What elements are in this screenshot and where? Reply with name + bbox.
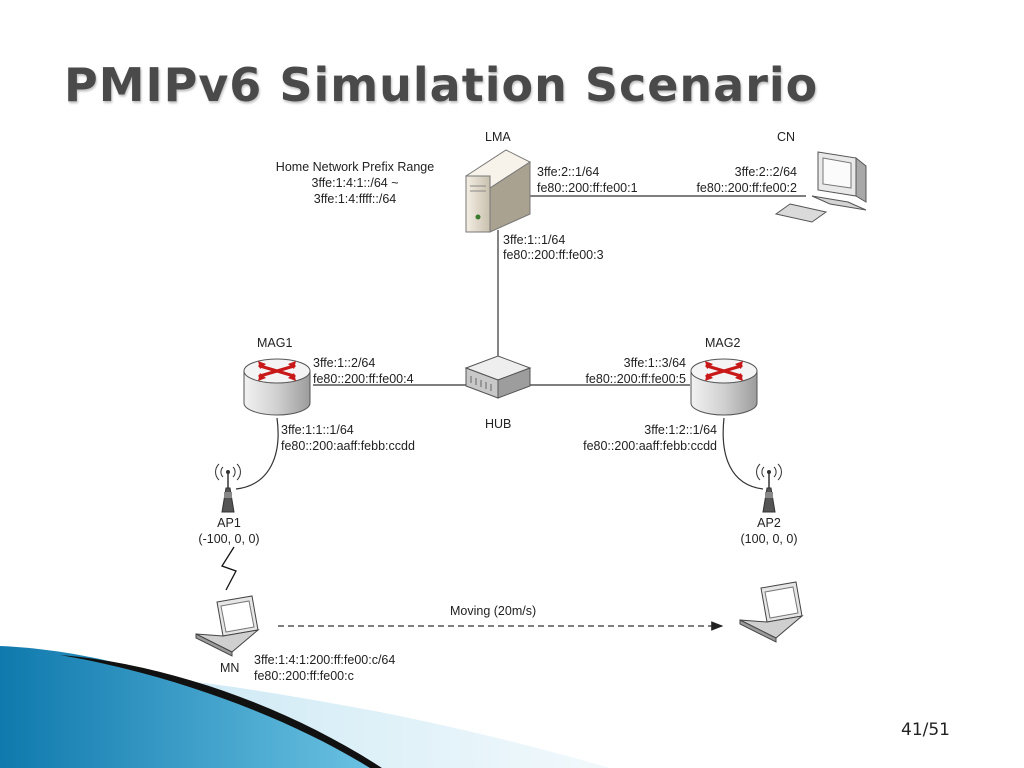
mag1-ap-side-addr2: fe80::200:aaff:febb:ccdd [281, 439, 415, 453]
hub-label: HUB [485, 417, 511, 431]
prefix-range-end: 3ffe:1:4:ffff::/64 [314, 192, 397, 206]
mag1-node: MAG1 3ffe:1::2/64 fe80::200:ff:fe00:4 3f… [243, 336, 415, 453]
mn-destination-laptop [739, 581, 804, 643]
ap1-label: AP1 [217, 516, 241, 530]
mag2-ap-side-addr2: fe80::200:aaff:febb:ccdd [583, 439, 717, 453]
laptop-icon [195, 595, 260, 657]
ap2-label: AP2 [757, 516, 781, 530]
mag1-label: MAG1 [257, 336, 292, 350]
cn-addr2: fe80::200:ff:fe00:2 [696, 181, 797, 195]
mn-label: MN [220, 661, 239, 675]
router-icon [243, 358, 311, 416]
ap1-coords: (-100, 0, 0) [198, 532, 259, 546]
link-mag2-ap2 [722, 417, 764, 490]
ap1-node: AP1 (-100, 0, 0) [198, 463, 260, 546]
movement-label: Moving (20m/s) [450, 604, 536, 618]
cn-node: CN 3ffe:2::2/64 fe80::200:ff:fe00:2 [696, 130, 867, 223]
mn-addr1: 3ffe:1:4:1:200:ff:fe00:c/64 [254, 653, 395, 667]
lma-cn-side-addr1: 3ffe:2::1/64 [537, 165, 599, 179]
prefix-range-note: Home Network Prefix Range 3ffe:1:4:1::/6… [276, 160, 434, 206]
mag2-node: MAG2 3ffe:1::3/64 fe80::200:ff:fe00:5 3f… [583, 336, 758, 453]
mag2-hub-side-addr2: fe80::200:ff:fe00:5 [585, 372, 686, 386]
lma-label: LMA [485, 130, 511, 144]
antenna-icon [215, 463, 241, 513]
laptop-icon [739, 581, 804, 643]
mn-node: MN 3ffe:1:4:1:200:ff:fe00:c/64 fe80::200… [195, 595, 395, 683]
mn-addr2: fe80::200:ff:fe00:c [254, 669, 354, 683]
lma-node: LMA 3ffe:2::1/64 fe80::200:ff:fe00:1 3ff… [464, 130, 638, 262]
hub-icon [464, 355, 532, 399]
wireless-link-icon [221, 546, 237, 591]
mag2-ap-side-addr1: 3ffe:1:2::1/64 [644, 423, 717, 437]
ap2-coords: (100, 0, 0) [741, 532, 798, 546]
mag1-hub-side-addr2: fe80::200:ff:fe00:4 [313, 372, 414, 386]
server-icon [464, 149, 532, 233]
mag2-hub-side-addr1: 3ffe:1::3/64 [624, 356, 686, 370]
decorative-swoosh [0, 646, 610, 768]
mag1-hub-side-addr1: 3ffe:1::2/64 [313, 356, 375, 370]
prefix-range-start: 3ffe:1:4:1::/64 ~ [312, 176, 399, 190]
lma-cn-side-addr2: fe80::200:ff:fe00:1 [537, 181, 638, 195]
lma-hub-side-addr2: fe80::200:ff:fe00:3 [503, 248, 604, 262]
lma-hub-side-addr1: 3ffe:1::1/64 [503, 233, 565, 247]
antenna-icon [756, 463, 782, 513]
page-number: 41/51 [901, 720, 950, 740]
ap2-node: AP2 (100, 0, 0) [741, 463, 798, 546]
network-links [235, 195, 806, 631]
link-mag1-ap1 [235, 417, 279, 490]
desktop-computer-icon [774, 151, 867, 223]
mag1-ap-side-addr1: 3ffe:1:1::1/64 [281, 423, 354, 437]
hub-node: HUB [464, 355, 532, 431]
mag2-label: MAG2 [705, 336, 740, 350]
cn-addr1: 3ffe:2::2/64 [735, 165, 797, 179]
prefix-range-title: Home Network Prefix Range [276, 160, 434, 174]
slide-title: PMIPv6 Simulation Scenario [64, 58, 819, 112]
router-icon [690, 358, 758, 416]
cn-label: CN [777, 130, 795, 144]
